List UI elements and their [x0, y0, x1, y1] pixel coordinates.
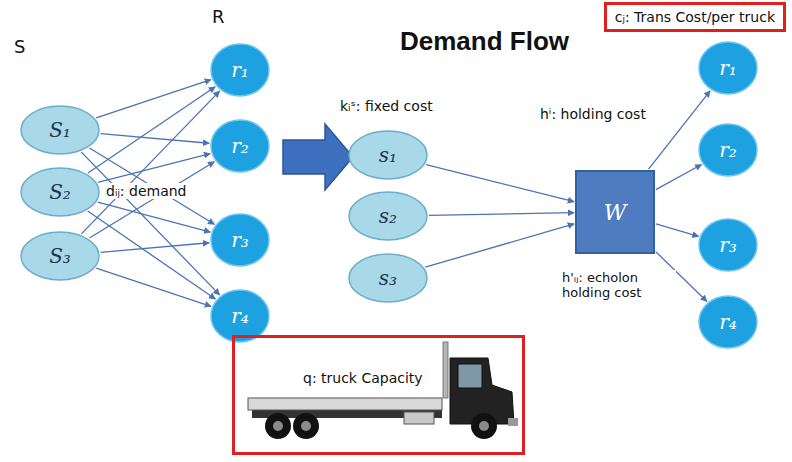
flow-arrow: [425, 224, 574, 267]
ellipse-node: r₂: [210, 119, 270, 173]
node-label: s₃: [379, 266, 397, 290]
ellipse-node: r₄: [698, 295, 758, 349]
node-label: S₂: [49, 180, 71, 204]
node-label: r₂: [231, 134, 249, 158]
ellipse-shape: [699, 219, 757, 271]
ellipse-shape: [211, 44, 269, 96]
ellipse-node: S₁: [20, 105, 100, 155]
node-label: S₃: [49, 244, 71, 268]
wheel-hub: [273, 421, 283, 431]
ellipse-node: r₂: [698, 123, 758, 177]
ellipse-node: s₃: [348, 253, 428, 303]
warehouse-box: W: [575, 170, 655, 254]
flow-arrow: [429, 213, 574, 216]
flow-arrow: [101, 243, 210, 253]
text-label: kᵢˢ: fixed cost: [340, 98, 433, 114]
truck-bumper: [508, 418, 518, 426]
wheel-hub: [479, 421, 489, 431]
ellipse-shape: [21, 168, 99, 216]
text-label: R: [212, 6, 225, 27]
text-label: h'ᵢⱼ: echolon holding cost: [560, 270, 676, 300]
ellipse-node: s₁: [348, 130, 428, 180]
flow-arrow: [656, 224, 699, 236]
text-label: dᵢⱼ: demand: [104, 183, 188, 199]
flow-arrow: [88, 87, 215, 173]
truck-wheels: [265, 413, 497, 439]
truck-wheel: [293, 413, 319, 439]
flow-arrow: [96, 268, 211, 306]
wheel-hub: [301, 421, 311, 431]
ellipse-shape: [211, 214, 269, 266]
ellipse-node: r₃: [698, 218, 758, 272]
node-label: S₁: [49, 118, 71, 142]
flow-arrow: [81, 152, 219, 295]
ellipse-shape: [349, 131, 427, 179]
node-label: s₁: [379, 143, 397, 167]
ellipse-node: s₂: [348, 191, 428, 241]
flow-arrow: [101, 134, 210, 144]
ellipse-node: S₃: [20, 231, 100, 281]
node-label: s₂: [379, 204, 397, 228]
node-label: cⱼ: Trans Cost/per truck: [615, 9, 775, 25]
callout-box: cⱼ: Trans Cost/per truck: [604, 2, 786, 32]
ellipse-node: S₂: [20, 167, 100, 217]
transform-arrow: [283, 124, 353, 190]
flow-arrow: [89, 162, 214, 238]
truck-illustration: [248, 342, 518, 439]
truck-fuel-tank: [404, 412, 434, 424]
truck-window: [458, 364, 482, 388]
node-label: W: [604, 200, 627, 225]
flow-arrow: [426, 165, 574, 202]
flow-arrow: [96, 80, 211, 118]
ellipse-shape: [21, 232, 99, 280]
node-label: r₄: [719, 310, 737, 334]
node-label: r₁: [231, 58, 249, 82]
truck-wheel: [265, 413, 291, 439]
text-label: hⁱ: holding cost: [540, 106, 646, 122]
flow-arrow: [98, 202, 211, 232]
ellipse-shape: [699, 42, 757, 94]
ellipse-shape: [21, 106, 99, 154]
flow-arrow: [656, 165, 702, 190]
ellipse-node: r₁: [698, 41, 758, 95]
truck-exhaust: [443, 342, 448, 398]
node-label: r₂: [719, 138, 737, 162]
node-label: r₁: [719, 56, 737, 80]
node-label: r₃: [231, 228, 249, 252]
ellipse-shape: [699, 124, 757, 176]
ellipse-shape: [349, 192, 427, 240]
node-label: q: truck Capacity: [301, 370, 425, 386]
ellipse-shape: [349, 254, 427, 302]
ellipse-shape: [211, 120, 269, 172]
diagram-title: Demand Flow: [400, 26, 569, 57]
node-label: r₄: [231, 304, 249, 328]
truck-wheel: [471, 413, 497, 439]
truck-box: q: truck Capacity: [232, 335, 525, 455]
text-label: S: [14, 36, 25, 57]
node-label: r₃: [719, 233, 737, 257]
flow-arrow: [81, 91, 219, 234]
ellipse-node: r₃: [210, 213, 270, 267]
ellipse-shape: [699, 296, 757, 348]
ellipse-node: r₁: [210, 43, 270, 97]
truck-flatbed: [248, 398, 442, 410]
